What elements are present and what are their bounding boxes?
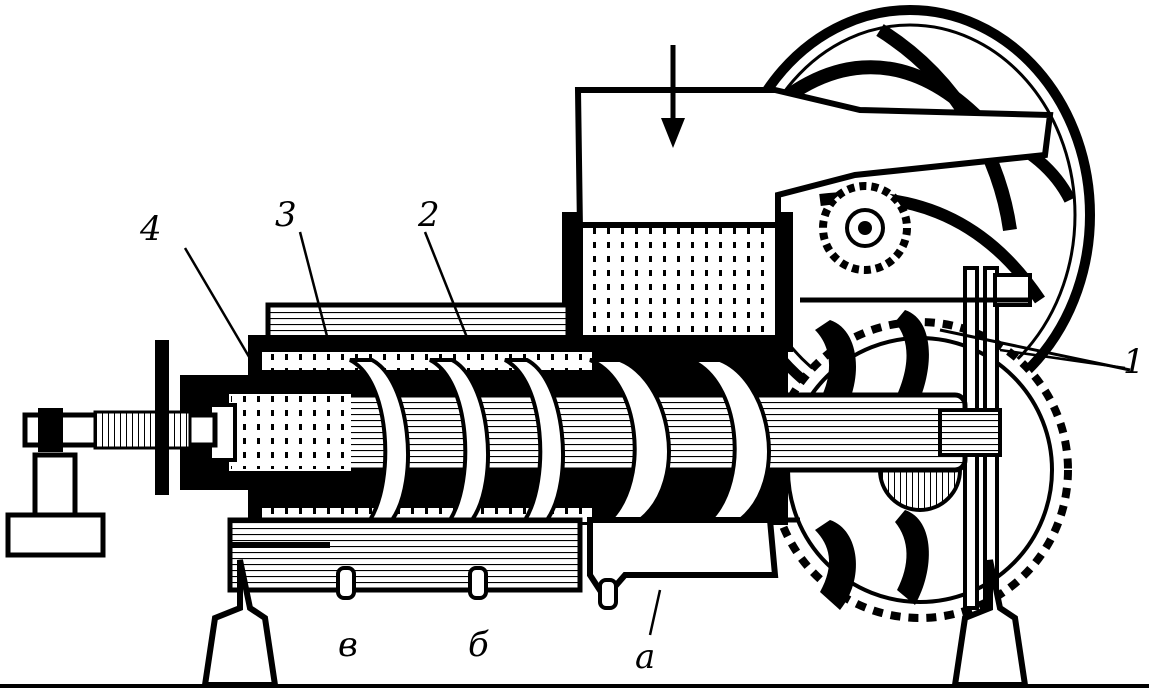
feed-arrow [661,45,685,148]
screw-shaft [222,358,1002,522]
support-legs [201,559,1029,688]
label-b: б [468,625,489,665]
label-1: 1 [1123,342,1145,382]
die-collar [180,375,351,490]
drain-spouts [336,566,618,610]
hopper [562,87,1054,353]
label-3: 3 [275,195,297,235]
label-a: а [635,637,656,677]
base-bed [5,512,800,603]
label-4: 4 [140,209,162,249]
pinion-gear [819,182,911,274]
label-v: в [338,625,358,665]
label-2: 2 [418,195,440,235]
leader-lines [183,231,1126,636]
